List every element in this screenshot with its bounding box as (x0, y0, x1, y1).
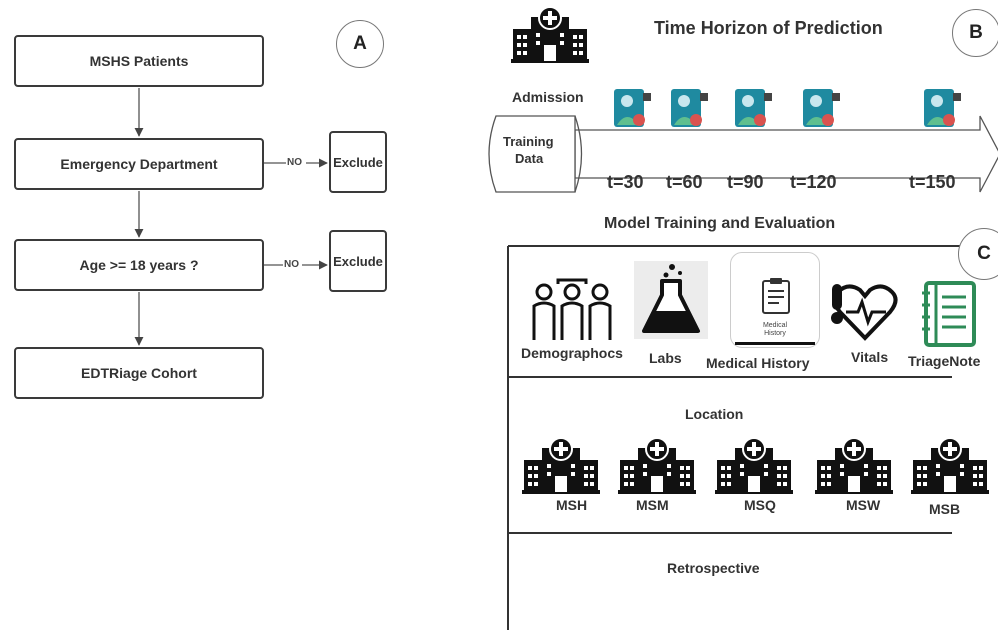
medical-history-icon-bar (735, 342, 815, 345)
panel-c-badge: C (958, 228, 998, 280)
hospital-icon-msm (618, 437, 696, 494)
training-data-line2: Data (515, 151, 544, 166)
timepoint-t30: t=30 (607, 172, 644, 192)
patient-icon-t90 (735, 89, 772, 127)
model-training-header: Model Training and Evaluation (604, 215, 836, 232)
feature-medical-history: Medical History (706, 355, 810, 371)
hospital-icon-msb (911, 437, 989, 494)
location-label: Location (685, 406, 744, 422)
clipboard-icon (762, 278, 790, 314)
exclude-box-1: Exclude (329, 131, 387, 193)
medical-history-icon-text-2: History (764, 330, 786, 337)
demographics-icon (532, 278, 612, 340)
medical-history-icon-text-1: Medical (762, 322, 788, 329)
site-label-msh: MSH (556, 497, 588, 513)
timepoint-t90: t=90 (727, 172, 764, 192)
site-label-msw: MSW (846, 497, 881, 513)
labs-flask-icon (634, 261, 708, 339)
flow-step-edtriage-cohort: EDTRiage Cohort (14, 347, 264, 399)
hospital-icon-msw (815, 437, 893, 494)
admission-label: Admission (512, 89, 584, 105)
panel-a-badge: A (336, 20, 384, 68)
exclude-box-2: Exclude (329, 230, 387, 292)
patient-icon-t60 (671, 89, 708, 127)
site-label-msb: MSB (929, 501, 961, 517)
retrospective-label: Retrospective (667, 560, 760, 576)
timepoint-t60: t=60 (666, 172, 703, 192)
hospital-icon-msh (522, 437, 600, 494)
hospital-icon-msq (715, 437, 793, 494)
flow-step-mshs-patients: MSHS Patients (14, 35, 264, 87)
timeline-arrow (488, 115, 998, 193)
feature-vitals: Vitals (851, 349, 889, 365)
feature-labs: Labs (649, 350, 682, 366)
timepoint-t120: t=120 (790, 172, 837, 192)
vitals-heart-icon (831, 284, 898, 341)
patient-icon-t30 (614, 89, 651, 127)
training-data-line1: Training (503, 134, 554, 149)
timepoint-t150: t=150 (909, 172, 956, 192)
panel-b-badge: B (952, 9, 998, 57)
site-label-msq: MSQ (744, 497, 776, 513)
site-label-msm: MSM (636, 497, 669, 513)
flow-step-emergency-department: Emergency Department (14, 138, 264, 190)
hospital-icon (511, 6, 589, 63)
feature-demographics: Demographocs (521, 345, 623, 361)
feature-triage-note: TriageNote (908, 353, 981, 369)
notebook-icon (922, 281, 976, 347)
no-label-1: NO (287, 157, 302, 168)
no-label-2: NO (284, 259, 299, 270)
flow-step-age-check: Age >= 18 years ? (14, 239, 264, 291)
medical-history-icon: Medical History (730, 252, 820, 348)
time-horizon-title: Time Horizon of Prediction (654, 18, 883, 38)
patient-icon-t150 (924, 89, 961, 127)
patient-icon-t120 (803, 89, 840, 127)
